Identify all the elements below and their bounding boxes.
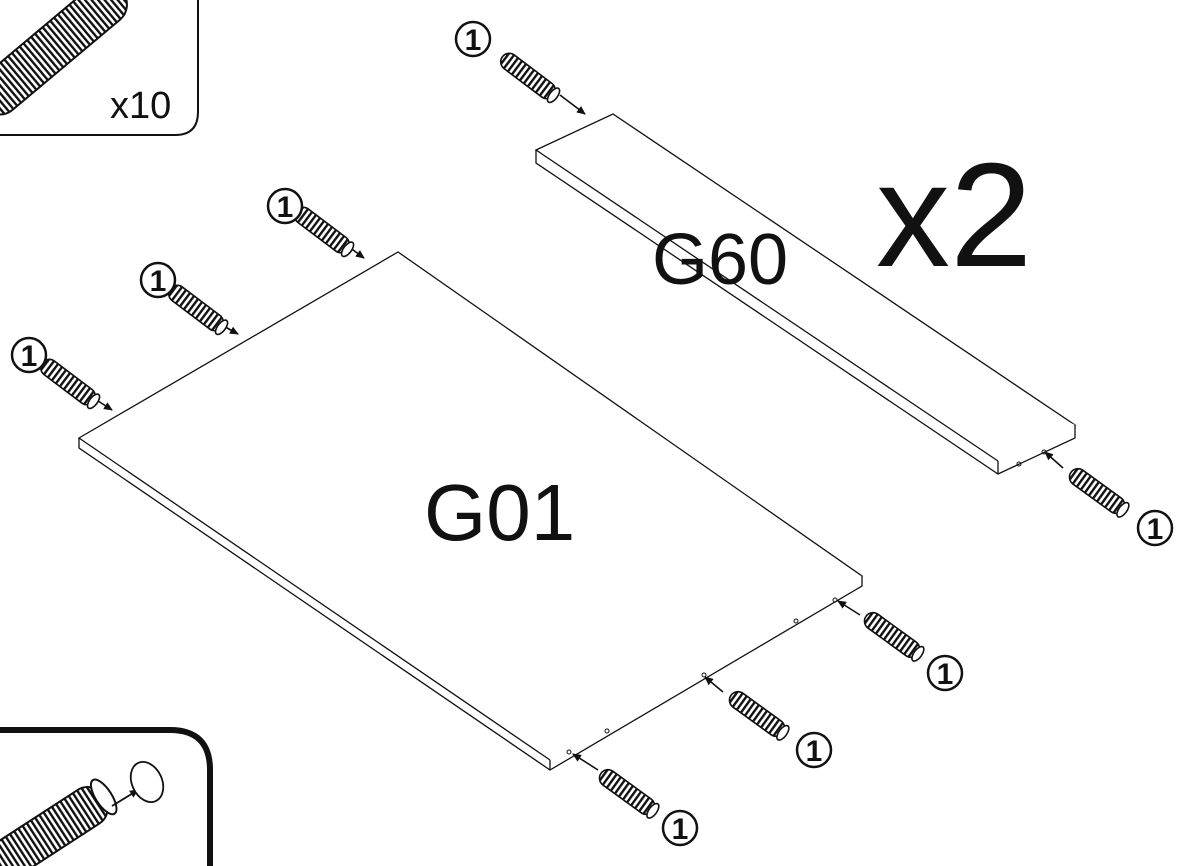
quantity-label: x10 <box>110 85 171 127</box>
callout-badge: 1 <box>266 187 304 225</box>
dowel-icon <box>860 608 927 664</box>
panel-g01-label: G01 <box>424 468 575 557</box>
dowel-icon <box>496 49 563 106</box>
dowel-icon <box>36 355 103 412</box>
callout-badge: 1 <box>661 809 699 847</box>
callout-badge: 1 <box>10 336 48 374</box>
parts-box: x10 <box>0 0 199 136</box>
dowel-icon <box>595 765 662 821</box>
multiplier-label: x2 <box>876 133 1032 298</box>
callout-number: 1 <box>806 735 823 768</box>
callout-number: 1 <box>150 265 167 298</box>
callout-number: 1 <box>277 191 294 224</box>
callout-number: 1 <box>1147 513 1164 546</box>
callout-badge: 1 <box>795 731 833 769</box>
panel-g01: G01 <box>77 251 864 771</box>
panel-g60: G60 <box>534 113 1077 475</box>
dowel-icon <box>164 281 231 338</box>
callout-badge: 1 <box>1136 509 1174 547</box>
dowel-icon <box>1065 464 1132 520</box>
callout-badge: 1 <box>139 261 177 299</box>
dowel-icon <box>0 778 118 866</box>
detail-inset <box>0 727 213 866</box>
callout-number: 1 <box>672 813 689 846</box>
hole-icon <box>129 761 165 803</box>
dowel-icon <box>0 0 128 116</box>
callout-number: 1 <box>937 658 954 691</box>
callout-badge: 1 <box>454 20 492 58</box>
dowel-icon <box>725 687 792 743</box>
callouts: 1 1 1 1 1 1 1 1 <box>10 20 1174 847</box>
callout-badge: 1 <box>926 654 964 692</box>
panel-g60-label: G60 <box>652 220 788 300</box>
callout-number: 1 <box>465 24 482 57</box>
callout-number: 1 <box>21 340 38 373</box>
